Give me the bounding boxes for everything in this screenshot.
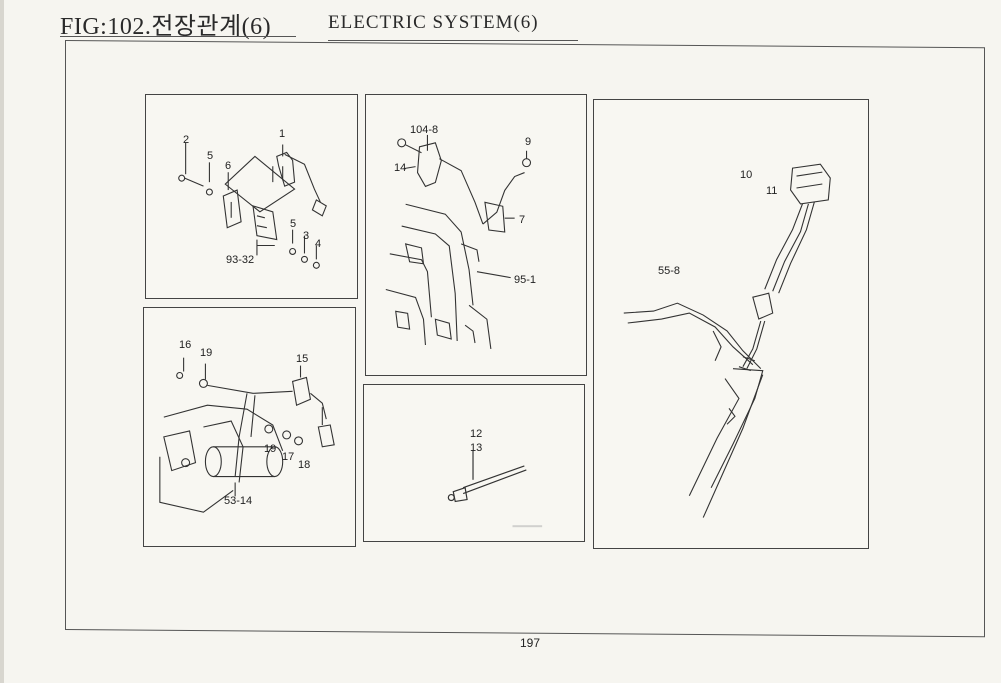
callout-label: 16 — [179, 339, 192, 351]
callout-label: 4 — [315, 238, 322, 250]
bracket-assembly-drawing — [178, 142, 327, 269]
switch-mount-drawing — [159, 357, 335, 513]
panel-right: 10 11 55-8 — [593, 99, 869, 549]
figure-subtitle: ELECTRIC SYSTEM(6) — [328, 12, 539, 33]
callout-label: 10 — [740, 169, 753, 181]
callout-label: 93-32 — [226, 254, 255, 266]
callout-label: 11 — [766, 185, 778, 197]
callout-label: 15 — [296, 353, 309, 365]
callout-label: 5 — [207, 150, 214, 162]
callout-label: 18 — [298, 459, 311, 471]
callout-label: 5 — [290, 218, 297, 230]
cable-tie-drawing — [447, 450, 543, 528]
callout-label: 104-8 — [410, 124, 439, 136]
figure-title: FIG:102.전장관계(6) — [60, 14, 272, 40]
panel-top-middle: 104-8 14 9 7 95-1 — [365, 94, 587, 376]
title-underline — [60, 36, 296, 37]
callout-label: 9 — [525, 136, 532, 148]
callout-label: 1 — [279, 128, 286, 140]
callout-label: 14 — [394, 162, 407, 174]
callout-label: 95-1 — [514, 274, 537, 286]
callout-label: 17 — [282, 451, 295, 463]
panel-bottom-left: 16 19 15 19 17 18 53-14 — [143, 307, 356, 547]
callout-label: 12 — [470, 428, 483, 440]
subtitle-underline — [328, 40, 578, 41]
callout-label: 19 — [200, 347, 213, 359]
frame-wiring-drawing — [385, 134, 532, 350]
page-number: 197 — [520, 636, 541, 650]
callout-label: 19 — [264, 443, 277, 455]
callout-label: 2 — [183, 134, 190, 146]
panel-top-left: 1 2 5 6 93-32 5 3 4 — [145, 94, 358, 299]
callout-label: 55-8 — [658, 265, 681, 277]
callout-label: 7 — [519, 214, 526, 226]
page-edge — [0, 0, 4, 683]
callout-label: 53-14 — [224, 495, 253, 507]
callout-label: 3 — [303, 230, 310, 242]
panel-bottom-middle: 12 13 — [363, 384, 585, 542]
callout-label: 13 — [470, 442, 483, 454]
harness-connector-drawing — [623, 163, 831, 518]
callout-label: 6 — [225, 160, 232, 172]
